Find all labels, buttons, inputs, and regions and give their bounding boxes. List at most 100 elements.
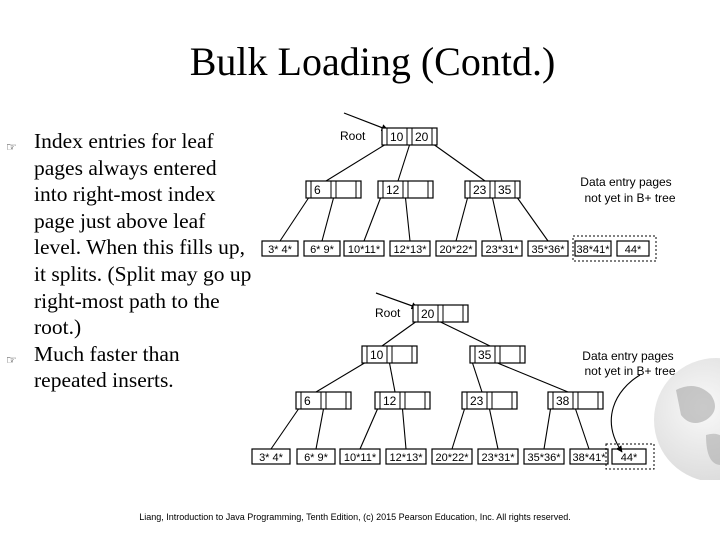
index-node: 23 <box>461 391 518 410</box>
pointer-line <box>279 197 309 242</box>
leaf-entries: 23*31* <box>485 244 519 256</box>
node-key: 6 <box>314 183 321 197</box>
pointing-hand-icon: ☞ <box>6 352 17 367</box>
pointer-line <box>517 197 549 242</box>
leaf-page: 38*41* <box>574 240 612 257</box>
not-in-tree-region <box>605 443 655 470</box>
node-key: 10 <box>370 348 384 362</box>
node-key: 38 <box>556 394 570 408</box>
leaf-entries: 23*31* <box>481 452 515 464</box>
root-arrow <box>343 112 389 132</box>
leaf-entries: 35*36* <box>531 244 565 256</box>
pointer-line <box>491 197 503 242</box>
pointing-hand-icon: ☞ <box>6 140 17 154</box>
leaf-entries: 35*36* <box>527 452 561 464</box>
leaf-entries: 20*22* <box>435 452 469 464</box>
root-label: Root <box>340 129 366 143</box>
leaf-page: 38*41* <box>569 448 609 465</box>
leaf-box <box>616 240 650 257</box>
node-key: 10 <box>390 130 404 144</box>
index-node: 6 <box>305 180 362 199</box>
globe-icon <box>654 358 720 480</box>
node-key: 6 <box>304 394 311 408</box>
leaf-page: 12*13* <box>389 240 431 257</box>
index-node: 10 <box>361 345 418 364</box>
leaf-page: 20*22* <box>431 448 473 465</box>
pointer-line <box>404 197 411 242</box>
pointer-line <box>455 197 469 242</box>
leaf-page: 3* 4* <box>251 448 291 465</box>
pointer-line <box>325 144 385 182</box>
leaf-page: 44* <box>611 448 647 465</box>
bottom-tree: Root 20 10 35 6 12 23 38 3* 4* 6* 9* 10*11* 12*13* 2… <box>251 292 676 470</box>
note-text: Data entry pages <box>580 175 671 189</box>
index-node: 6 <box>295 391 352 410</box>
bullet-list: ☞ Index entries for leaf pages always en… <box>4 128 254 394</box>
leaf-page: 20*22* <box>435 240 477 257</box>
leaf-entries: 38*41* <box>572 452 606 464</box>
leaf-page: 35*36* <box>527 240 569 257</box>
bullet-item: ☞ Index entries for leaf pages always en… <box>4 128 254 341</box>
leaf-page: 6* 9* <box>296 448 336 465</box>
leaf-page: 3* 4* <box>261 240 299 257</box>
note-text: Data entry pages <box>582 349 673 363</box>
leaf-page: 6* 9* <box>303 240 341 257</box>
node-key: 23 <box>470 394 484 408</box>
leaf-page: 35*36* <box>523 448 565 465</box>
leaf-page: 10*11* <box>339 448 381 465</box>
node-key: 20 <box>421 307 435 321</box>
index-node: 35 <box>469 345 526 364</box>
pointer-line <box>270 408 299 450</box>
index-node: 12 <box>374 391 431 410</box>
pointer-line <box>401 408 407 450</box>
node-key: 20 <box>415 130 429 144</box>
pointer-line <box>497 362 569 393</box>
pointer-line <box>381 321 416 347</box>
pointer-line <box>359 408 379 450</box>
leaf-entries: 3* 4* <box>259 452 284 464</box>
leaf-entries: 44* <box>625 244 642 256</box>
leaf-page: 44* <box>616 240 650 257</box>
note-text: not yet in B+ tree <box>584 191 675 205</box>
bullet-text: Much faster than repeated inserts. <box>34 341 180 393</box>
bullet-text: Index entries for leaf pages always ente… <box>34 129 252 340</box>
root-arrow <box>375 292 419 310</box>
leaf-box <box>611 448 647 465</box>
leaf-page: 23*31* <box>481 240 523 257</box>
leaf-entries: 10*11* <box>348 244 381 256</box>
pointer-line <box>488 408 499 450</box>
pointer-line <box>574 408 590 450</box>
not-in-tree-region <box>572 235 657 262</box>
note-text: not yet in B+ tree <box>584 364 675 378</box>
root-label: Root <box>375 306 401 320</box>
slide-title: Bulk Loading (Contd.) <box>189 39 556 84</box>
index-node: 10 20 <box>381 127 438 146</box>
pointer-line <box>363 197 382 242</box>
pointer-line <box>434 144 486 182</box>
leaf-entries: 20*22* <box>439 244 473 256</box>
leaf-entries: 6* 9* <box>310 244 335 256</box>
pointer-line <box>397 144 411 182</box>
index-node: 38 <box>547 391 604 410</box>
leaf-page: 12*13* <box>385 448 427 465</box>
pointer-line <box>315 408 325 450</box>
note-arrow <box>610 374 641 453</box>
pointer-line <box>388 362 396 393</box>
index-node: 12 <box>377 180 434 199</box>
index-node: 20 <box>412 304 469 323</box>
pointer-line <box>315 362 365 393</box>
leaf-entries: 38*41* <box>576 244 610 256</box>
leaf-entries: 44* <box>621 452 638 464</box>
pointer-line <box>471 362 483 393</box>
leaf-entries: 12*13* <box>389 452 423 464</box>
node-key: 23 <box>473 183 487 197</box>
pointer-line <box>440 321 491 347</box>
bullet-item: ☞ Much faster than repeated inserts. <box>4 341 254 394</box>
leaf-box <box>574 240 612 257</box>
pointer-line <box>451 408 466 450</box>
pointer-line <box>321 197 335 242</box>
leaf-entries: 10*11* <box>344 452 377 464</box>
